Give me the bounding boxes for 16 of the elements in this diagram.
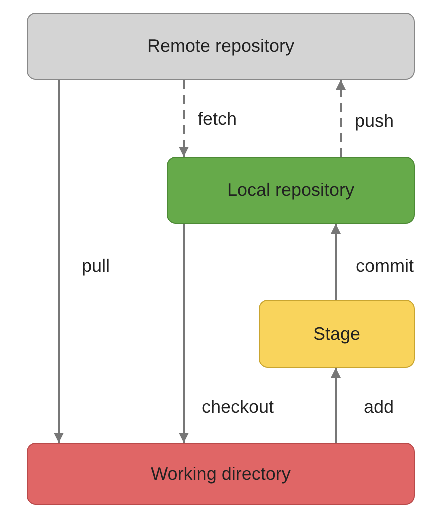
arrow (336, 80, 346, 157)
arrow (179, 80, 189, 157)
process-box (27, 13, 415, 80)
box-label: Remote repository (147, 36, 295, 57)
arrow (179, 224, 189, 443)
process-box (259, 300, 415, 368)
arrow (331, 368, 341, 443)
process-box (167, 157, 415, 224)
edge-label: push (355, 112, 394, 132)
box-label: Working directory (151, 464, 291, 484)
box-label: Local repository (227, 180, 355, 201)
box-label: Stage (313, 324, 361, 344)
arrow (331, 224, 341, 300)
edge-label: pull (82, 257, 110, 277)
process-box (27, 443, 415, 505)
arrow (54, 80, 64, 443)
